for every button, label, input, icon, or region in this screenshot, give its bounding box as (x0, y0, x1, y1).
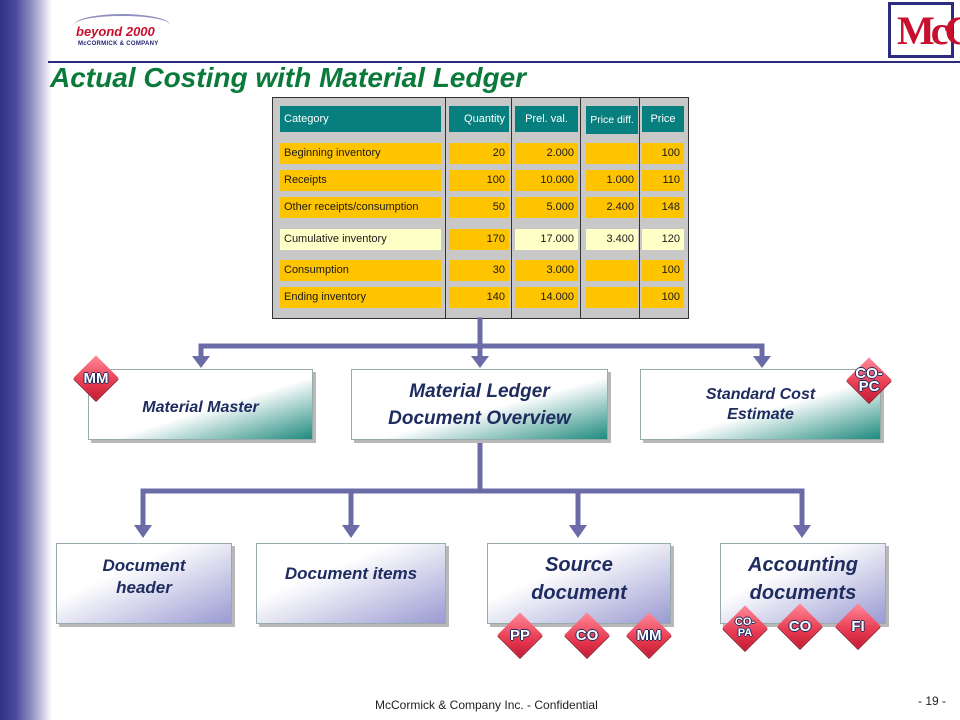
copa-badge-label: CO- PA (735, 617, 755, 639)
page-title: Actual Costing with Material Ledger (50, 62, 527, 93)
co-source-badge-label: CO (575, 626, 599, 644)
mm-badge: MM (72, 354, 120, 402)
row-consumption-prel-val: 3.000 (515, 260, 578, 281)
co-acct-badge-label: CO (788, 617, 812, 635)
row-ending-quantity: 140 (449, 287, 509, 308)
row-cumulative-prel-val: 17.000 (515, 229, 578, 250)
pp-badge-label: PP (509, 626, 530, 644)
header-quantity: Quantity (449, 106, 509, 132)
doc-items-label: Document items (284, 563, 418, 583)
header-rule (48, 61, 960, 63)
costing-table: Category Quantity Prel. val. Price diff.… (272, 97, 689, 319)
material-master-box: Material Master (88, 369, 313, 440)
column-separator (639, 98, 640, 318)
header-prel-val: Prel. val. (515, 106, 578, 132)
row-consumption-category: Consumption (280, 260, 441, 281)
logo-beyond-text: beyond 2000 (76, 24, 155, 39)
mm-source-badge: MM (625, 611, 673, 659)
doc-header-line2: header (116, 577, 172, 597)
row-cumulative-price: 120 (642, 229, 684, 250)
header-price-diff: Price diff. (586, 106, 638, 134)
ml-overview-line1: Material Ledger (409, 380, 550, 402)
arrowhead (793, 525, 811, 538)
page-number: - 19 - (918, 694, 947, 708)
arrowhead (471, 356, 489, 368)
mm-badge-label: MM (83, 369, 109, 387)
row-beginning-price-diff (586, 143, 638, 164)
row-beginning-price: 100 (642, 143, 684, 164)
row-ending-category: Ending inventory (280, 287, 441, 308)
row-other-price-diff: 2.400 (586, 197, 638, 218)
row-consumption-quantity: 30 (449, 260, 509, 281)
row-cumulative-quantity: 170 (449, 229, 509, 250)
document-header-box: Document header (56, 543, 232, 624)
ml-document-overview-box: Material Ledger Document Overview (351, 369, 608, 440)
row-receipts-category: Receipts (280, 170, 441, 191)
material-master-label: Material Master (142, 398, 259, 416)
row-cumulative-price-diff: 3.400 (586, 229, 638, 250)
acct-line1: Accounting (748, 553, 858, 576)
mccormick-logo-text: McC (897, 8, 960, 53)
row-beginning-category: Beginning inventory (280, 143, 441, 164)
copc-badge-label: CO-PC (855, 365, 883, 395)
fi-badge-label: FI (851, 617, 865, 635)
acct-line2: documents (749, 581, 857, 604)
pp-badge: PP (496, 611, 544, 659)
arrowhead (753, 356, 771, 368)
row-other-price: 148 (642, 197, 684, 218)
arrowhead (342, 525, 360, 538)
fi-badge: FI (834, 602, 882, 650)
sce-line2: Estimate (727, 405, 794, 423)
mccormick-logo: McC (888, 2, 960, 58)
arrowhead (569, 525, 587, 538)
row-ending-price: 100 (642, 287, 684, 308)
row-receipts-quantity: 100 (449, 170, 509, 191)
header-price: Price (642, 106, 684, 132)
column-separator (511, 98, 512, 318)
source-document-box: Source document (487, 543, 671, 624)
row-consumption-price-diff (586, 260, 638, 281)
co-acct-badge: CO (776, 602, 824, 650)
row-receipts-price-diff: 1.000 (586, 170, 638, 191)
row-ending-prel-val: 14.000 (515, 287, 578, 308)
row-cumulative-category: Cumulative inventory (280, 229, 441, 250)
row-other-prel-val: 5.000 (515, 197, 578, 218)
copa-line2: PA (737, 627, 753, 639)
logo-company-text: McCORMICK & COMPANY (78, 41, 159, 47)
row-other-quantity: 50 (449, 197, 509, 218)
mm-source-badge-label: MM (636, 626, 662, 644)
row-ending-price-diff (586, 287, 638, 308)
column-separator (445, 98, 446, 318)
copc-badge: CO-PC (845, 356, 893, 404)
document-items-box: Document items (256, 543, 446, 624)
copa-line1: CO- (734, 616, 756, 628)
standard-cost-estimate-box: Standard Cost Estimate (640, 369, 881, 440)
left-gradient-bar (0, 0, 52, 720)
header-category: Category (280, 106, 441, 132)
column-separator (580, 98, 581, 318)
arrowhead (192, 356, 210, 368)
footer-confidential: McCormick & Company Inc. - Confidential (375, 698, 598, 712)
sce-line1: Standard Cost (705, 385, 816, 403)
row-beginning-quantity: 20 (449, 143, 509, 164)
source-line2: document (531, 581, 627, 604)
row-receipts-price: 110 (642, 170, 684, 191)
co-source-badge: CO (563, 611, 611, 659)
ml-overview-line2: Document Overview (388, 407, 571, 429)
row-receipts-prel-val: 10.000 (515, 170, 578, 191)
arrowhead (134, 525, 152, 538)
row-other-category: Other receipts/consumption (280, 197, 441, 218)
logo-arc (74, 14, 170, 36)
copa-badge: CO- PA (721, 604, 769, 652)
row-beginning-prel-val: 2.000 (515, 143, 578, 164)
source-line1: Source (545, 553, 613, 576)
row-consumption-price: 100 (642, 260, 684, 281)
doc-header-line1: Document (102, 555, 186, 575)
beyond-2000-logo: beyond 2000 McCORMICK & COMPANY (70, 14, 180, 48)
